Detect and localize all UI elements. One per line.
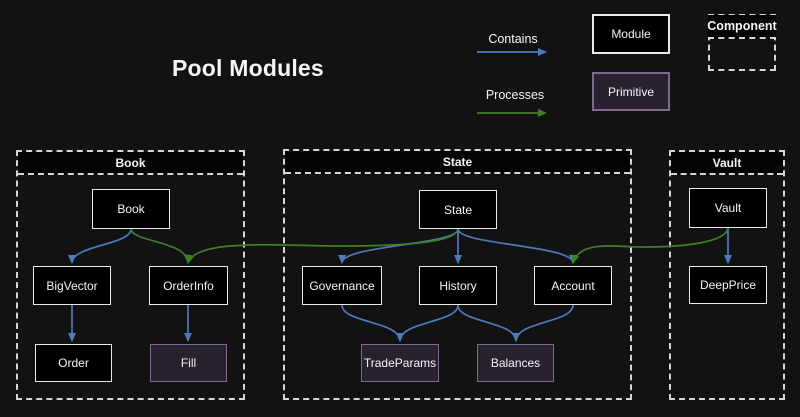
- legend-component-title: Component: [707, 15, 777, 39]
- container-state-title-label: State: [442, 154, 473, 169]
- legend-component-box: Component: [707, 14, 777, 71]
- legend-primitive-box: Primitive: [592, 72, 670, 111]
- container-book: Book: [16, 150, 245, 400]
- container-book-title: Book: [18, 152, 243, 175]
- node-state: State: [419, 190, 497, 229]
- node-order: Order: [35, 344, 112, 382]
- node-balances: Balances: [477, 344, 554, 382]
- page-title: Pool Modules: [172, 55, 324, 81]
- container-vault-title-label: Vault: [712, 155, 742, 170]
- container-book-title-label: Book: [115, 155, 146, 170]
- node-book: Book: [92, 189, 170, 229]
- node-vault: Vault: [689, 188, 767, 228]
- container-vault: Vault: [669, 150, 785, 400]
- node-history: History: [419, 266, 497, 305]
- container-vault-title: Vault: [671, 152, 783, 175]
- container-state: State: [283, 149, 632, 400]
- node-deepprice: DeepPrice: [689, 266, 767, 304]
- legend-primitive-label: Primitive: [607, 84, 654, 99]
- legend-module-box: Module: [592, 14, 670, 54]
- container-state-title: State: [285, 151, 630, 174]
- legend-contains-label: Contains: [488, 32, 538, 46]
- node-fill: Fill: [150, 344, 227, 382]
- node-tradeparams: TradeParams: [361, 344, 439, 382]
- node-orderinfo: OrderInfo: [149, 266, 228, 305]
- node-account: Account: [534, 266, 612, 305]
- legend-processes-label: Processes: [485, 88, 545, 102]
- legend-module-label: Module: [611, 27, 651, 41]
- legend-component-label: Component: [707, 19, 777, 33]
- node-governance: Governance: [302, 266, 382, 305]
- node-bigvector: BigVector: [33, 266, 111, 305]
